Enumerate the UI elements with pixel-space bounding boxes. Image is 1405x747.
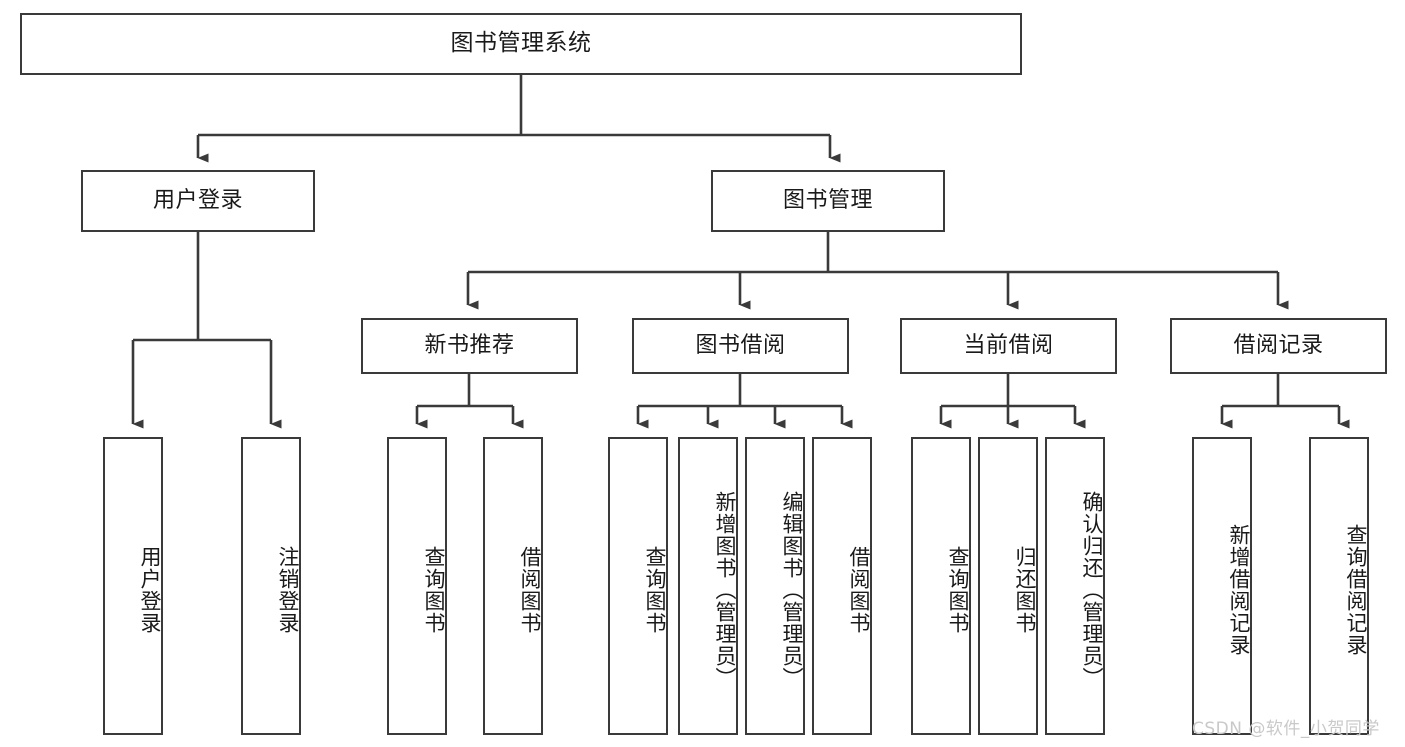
node-label: 当前借阅 xyxy=(963,332,1054,358)
leaf-current-borrow-confirm-return-admin[interactable]: 确认归还（管理员） xyxy=(1045,437,1105,735)
node-label: 用户登录 xyxy=(152,187,243,213)
node-label: 注销登录 xyxy=(276,546,300,634)
leaf-book-borrow-query-book[interactable]: 查询图书 xyxy=(608,437,668,735)
node-label: 编辑图书（管理员） xyxy=(780,491,804,689)
leaf-book-borrow-add-book-admin[interactable]: 新增图书（管理员） xyxy=(678,437,738,735)
leaf-current-borrow-query-book[interactable]: 查询图书 xyxy=(911,437,971,735)
leaf-book-borrow-borrow-book[interactable]: 借阅图书 xyxy=(812,437,872,735)
node-label: 查询借阅记录 xyxy=(1344,524,1368,656)
node-label: 新增图书（管理员） xyxy=(713,491,737,689)
node-user-login[interactable]: 用户登录 xyxy=(81,170,315,232)
node-label: 确认归还（管理员） xyxy=(1080,491,1104,689)
node-label: 查询图书 xyxy=(643,546,667,634)
node-label: 图书借阅 xyxy=(695,332,786,358)
node-book-management[interactable]: 图书管理 xyxy=(711,170,945,232)
leaf-new-book-borrow-book[interactable]: 借阅图书 xyxy=(483,437,543,735)
node-label: 新增借阅记录 xyxy=(1227,524,1251,656)
leaf-borrow-record-add-record[interactable]: 新增借阅记录 xyxy=(1192,437,1252,735)
node-label: 借阅图书 xyxy=(847,546,871,634)
node-label: 用户登录 xyxy=(138,546,162,634)
leaf-user-login-logout[interactable]: 注销登录 xyxy=(241,437,301,735)
node-label: 借阅图书 xyxy=(518,546,542,634)
node-book-borrow[interactable]: 图书借阅 xyxy=(632,318,849,374)
node-root-book-management-system[interactable]: 图书管理系统 xyxy=(20,13,1022,75)
node-label: 图书管理 xyxy=(782,187,873,213)
node-new-book-recommend[interactable]: 新书推荐 xyxy=(361,318,578,374)
leaf-book-borrow-edit-book-admin[interactable]: 编辑图书（管理员） xyxy=(745,437,805,735)
node-label: 借阅记录 xyxy=(1233,332,1324,358)
leaf-new-book-query-book[interactable]: 查询图书 xyxy=(387,437,447,735)
leaf-current-borrow-return-book[interactable]: 归还图书 xyxy=(978,437,1038,735)
node-label: 归还图书 xyxy=(1013,546,1037,634)
node-label: 查询图书 xyxy=(422,546,446,634)
leaf-borrow-record-query-record[interactable]: 查询借阅记录 xyxy=(1309,437,1369,735)
node-borrow-record[interactable]: 借阅记录 xyxy=(1170,318,1387,374)
node-label: 图书管理系统 xyxy=(450,30,592,57)
node-current-borrow[interactable]: 当前借阅 xyxy=(900,318,1117,374)
node-label: 查询图书 xyxy=(946,546,970,634)
watermark-text: CSDN @软件_小贺同学 xyxy=(1192,719,1380,739)
leaf-user-login-login[interactable]: 用户登录 xyxy=(103,437,163,735)
node-label: 新书推荐 xyxy=(424,332,515,358)
